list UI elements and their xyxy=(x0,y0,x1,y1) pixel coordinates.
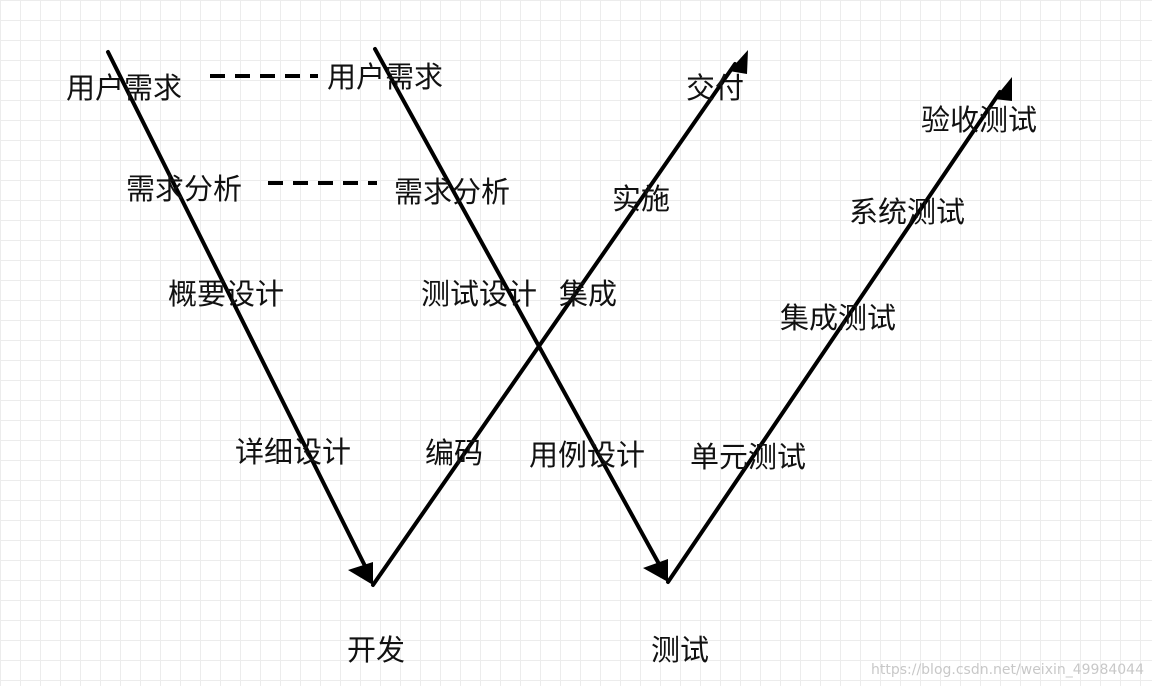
delivery-arrowhead xyxy=(729,50,748,74)
label-delivery: 交付 xyxy=(685,71,745,105)
label-acceptance-test: 验收测试 xyxy=(920,103,1038,137)
test-design-line xyxy=(373,47,661,566)
label-user-requirements-left: 用户需求 xyxy=(65,71,183,105)
label-integration-test: 集成测试 xyxy=(779,301,897,335)
label-development: 开发 xyxy=(346,633,406,667)
left-v-bottom-arrowhead xyxy=(348,562,373,585)
label-testing: 测试 xyxy=(650,633,710,667)
label-detailed-design: 详细设计 xyxy=(234,435,352,469)
label-user-requirements-right: 用户需求 xyxy=(326,60,444,94)
label-test-design: 测试设计 xyxy=(420,277,538,311)
label-requirements-analysis-right: 需求分析 xyxy=(393,175,511,209)
label-requirements-analysis-left: 需求分析 xyxy=(125,172,243,206)
unit-to-acceptance-test-line xyxy=(666,90,1002,584)
label-case-design: 用例设计 xyxy=(528,438,646,472)
label-outline-design: 概要设计 xyxy=(167,277,285,311)
label-unit-test: 单元测试 xyxy=(689,440,807,474)
watermark: https://blog.csdn.net/weixin_49984044 xyxy=(870,662,1144,678)
label-integration: 集成 xyxy=(558,277,618,311)
requirements-to-detailed-design-line xyxy=(106,50,368,570)
label-implementation: 实施 xyxy=(611,182,671,216)
acceptance-test-arrowhead xyxy=(994,77,1012,101)
coding-to-delivery-line xyxy=(371,62,737,587)
label-coding: 编码 xyxy=(424,436,484,470)
label-system-test: 系统测试 xyxy=(848,195,966,229)
test-design-bottom-arrowhead xyxy=(643,559,668,582)
